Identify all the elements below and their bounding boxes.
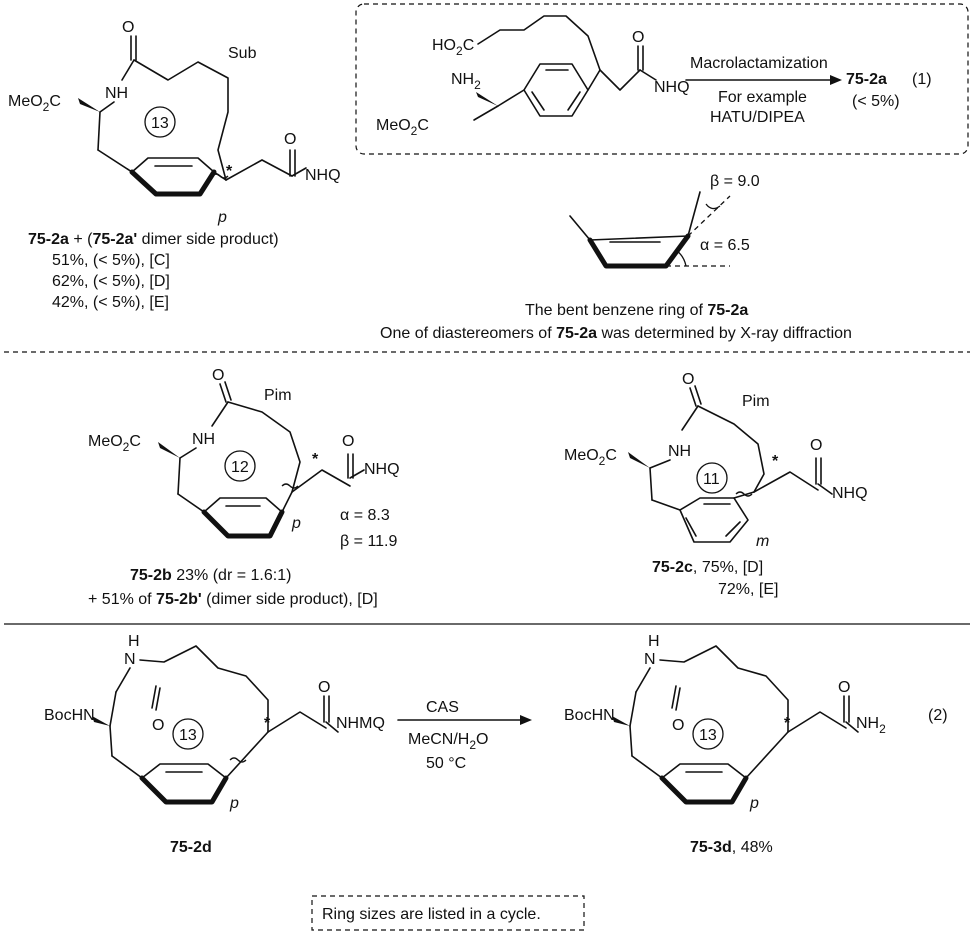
caption-75-2c-line2: 72%, [E]: [718, 581, 778, 598]
svg-text:NH2: NH2: [451, 71, 481, 92]
atom-o-2: O: [284, 131, 296, 148]
svg-text:p: p: [229, 795, 239, 812]
svg-text:p: p: [291, 515, 301, 532]
svg-text:m: m: [756, 533, 769, 550]
structure-75-2a: O NH MeO2C Sub 13 * O NHQ p: [8, 19, 341, 226]
reaction-arrow-1: Macrolactamization For example HATU/DIPE…: [685, 55, 842, 126]
svg-text:O: O: [672, 717, 684, 734]
svg-text:BocHN: BocHN: [564, 707, 615, 724]
svg-text:NH: NH: [192, 431, 215, 448]
svg-text:NH: NH: [668, 443, 691, 460]
svg-text:*: *: [772, 453, 779, 470]
structure-75-2d: H N O BocHN 13 * O NHMQ p: [44, 633, 385, 812]
svg-text:MeO2C: MeO2C: [564, 447, 617, 468]
beta-angle: β = 9.0: [710, 173, 760, 190]
svg-text:MeO2C: MeO2C: [88, 433, 141, 454]
alpha-angle: α = 6.5: [700, 237, 750, 254]
yield-row-3: 42%, (< 5%), [E]: [52, 294, 169, 311]
svg-text:O: O: [152, 717, 164, 734]
svg-text:MeO2C: MeO2C: [8, 93, 61, 114]
svg-text:HO2C: HO2C: [432, 37, 474, 58]
svg-text:O: O: [838, 679, 850, 696]
stereo-star: *: [226, 163, 233, 180]
caption-75-2b-line2: + 51% of 75-2b' (dimer side product), [D…: [88, 591, 378, 608]
svg-text:NHQ: NHQ: [654, 79, 690, 96]
product-75-2a-label: 75-2a: [846, 71, 887, 88]
bent-ring-caption-2: One of diastereomers of 75-2a was determ…: [380, 325, 852, 342]
nhq-label: NHQ: [305, 167, 341, 184]
svg-text:H: H: [128, 633, 140, 650]
caption-75-2c-line1: 75-2c, 75%, [D]: [652, 559, 763, 576]
equation-number-2: (2): [928, 707, 948, 724]
svg-text:NHQ: NHQ: [364, 461, 400, 478]
svg-text:O: O: [632, 29, 644, 46]
caption-75-2b-line1: 75-2b 23% (dr = 1.6:1): [130, 567, 291, 584]
structure-75-3d: H N O BocHN 13 * O NH2 p: [564, 633, 886, 812]
para-label: p: [217, 209, 227, 226]
reaction-arrow-2: CAS MeCN/H2O 50 °C: [397, 699, 532, 772]
svg-text:H: H: [648, 633, 660, 650]
svg-text:N: N: [124, 651, 136, 668]
reaction-box: [355, 3, 969, 155]
label-75-3d: 75-3d, 48%: [690, 839, 773, 856]
yield-row-1: 51%, (< 5%), [C]: [52, 252, 170, 269]
svg-text:*: *: [264, 715, 271, 732]
svg-text:O: O: [318, 679, 330, 696]
label-75-2d: 75-2d: [170, 839, 212, 856]
svg-text:*: *: [784, 715, 791, 732]
svg-text:O: O: [342, 433, 354, 450]
footnote-box: [311, 895, 585, 931]
atom-o: O: [122, 19, 134, 36]
alpha-2b: α = 8.3: [340, 507, 390, 524]
svg-text:MeO2C: MeO2C: [376, 117, 429, 138]
svg-text:O: O: [810, 437, 822, 454]
svg-text:CAS: CAS: [426, 699, 459, 716]
svg-text:*: *: [312, 451, 319, 468]
svg-text:50 °C: 50 °C: [426, 755, 466, 772]
equation-number-1: (1): [912, 71, 932, 88]
svg-text:BocHN: BocHN: [44, 707, 95, 724]
ring-size-circle: [144, 106, 176, 138]
svg-text:12: 12: [231, 459, 249, 476]
beta-2b: β = 11.9: [340, 533, 397, 550]
svg-text:13: 13: [699, 727, 717, 744]
svg-text:O: O: [682, 371, 694, 388]
sub-label: Sub: [228, 45, 257, 62]
structure-75-2c: O Pim NH MeO2C 11 * O NHQ m: [564, 371, 868, 550]
footnote-text: Ring sizes are listed in a cycle.: [322, 906, 541, 923]
bent-ring-figure: β = 9.0 α = 6.5: [569, 173, 760, 269]
svg-text:Pim: Pim: [264, 387, 292, 404]
caption-75-2a: 75-2a + (75-2a' dimer side product) 51%,…: [28, 231, 279, 311]
svg-text:p: p: [749, 795, 759, 812]
svg-text:Pim: Pim: [742, 393, 770, 410]
structure-75-2b: O Pim NH MeO2C 12 * O NHQ p α = 8.3 β = …: [88, 367, 400, 550]
svg-text:HATU/DIPEA: HATU/DIPEA: [710, 109, 805, 126]
meo2c-label: MeO: [8, 93, 43, 110]
atom-nh: NH: [105, 85, 128, 102]
yield-row-2: 62%, (< 5%), [D]: [52, 273, 170, 290]
bent-ring-caption-1: The bent benzene ring of 75-2a: [525, 302, 748, 319]
structure-precursor: HO2C O NHQ NH2 MeO2C: [376, 15, 690, 138]
svg-text:O: O: [212, 367, 224, 384]
svg-text:N: N: [644, 651, 656, 668]
svg-text:For example: For example: [718, 89, 807, 106]
svg-text:MeCN/H2O: MeCN/H2O: [408, 731, 488, 752]
product-note: (< 5%): [852, 93, 900, 110]
svg-text:11: 11: [703, 471, 720, 488]
ring-size-number: 13: [151, 115, 169, 132]
svg-text:13: 13: [179, 727, 197, 744]
svg-text:NH2: NH2: [856, 715, 886, 736]
svg-text:75-2a + (75-2a' dimer side pro: 75-2a + (75-2a' dimer side product): [28, 231, 279, 248]
svg-text:Macrolactamization: Macrolactamization: [690, 55, 828, 72]
svg-text:NHQ: NHQ: [832, 485, 868, 502]
svg-text:NHMQ: NHMQ: [336, 715, 385, 732]
